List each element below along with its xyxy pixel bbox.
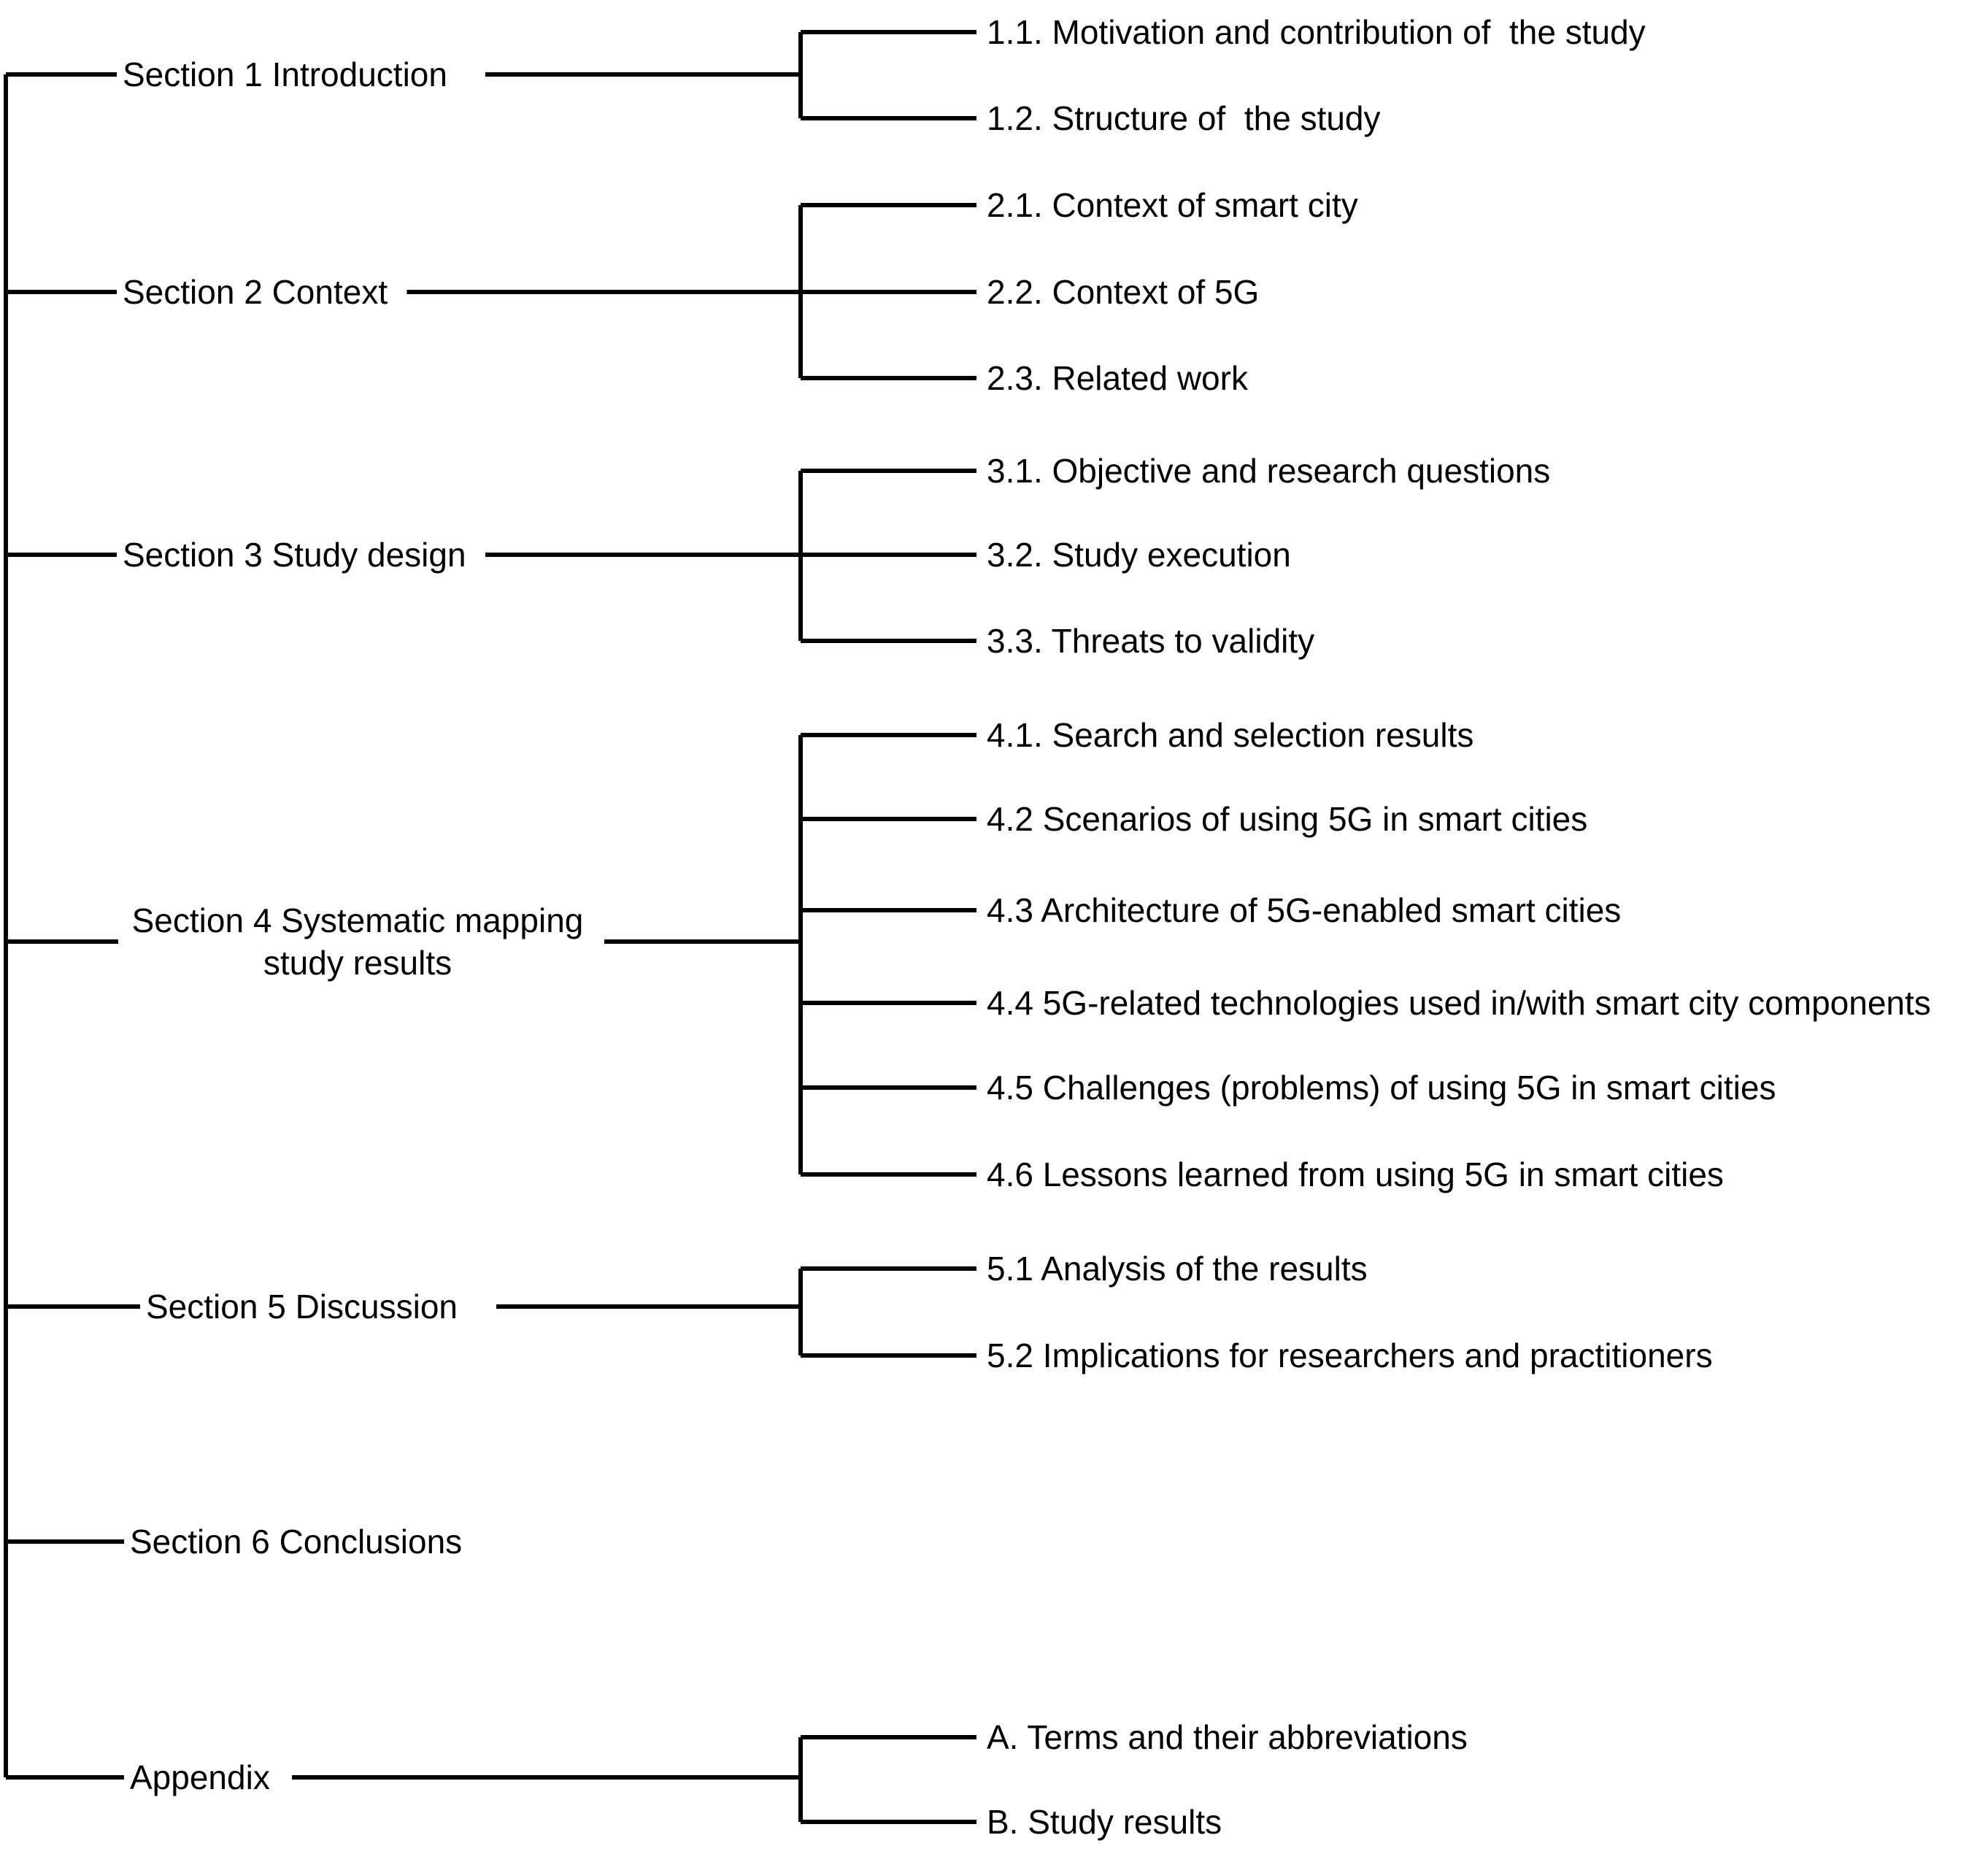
tree-leaf-label-sec-4-2[interactable]: 4.2 Scenarios of using 5G in smart citie… [987, 800, 1588, 838]
tree-leaf-label-sec-5-1[interactable]: 5.1 Analysis of the results [987, 1250, 1368, 1288]
tree-leaf-label-sec-1-2[interactable]: 1.2. Structure of the study [987, 99, 1381, 137]
tree-node-label-section-5[interactable]: Section 5 Discussion [146, 1288, 458, 1326]
tree-node-label-section-3[interactable]: Section 3 Study design [123, 536, 466, 574]
tree-node-label-line-1: Section 4 Systematic mapping [131, 901, 584, 939]
tree-leaf-label-sec-3-2[interactable]: 3.2. Study execution [987, 536, 1291, 574]
tree-leaf-label-sec-2-1[interactable]: 2.1. Context of smart city [987, 186, 1358, 224]
tree-leaf-label-sec-2-2[interactable]: 2.2. Context of 5G [987, 273, 1260, 311]
tree-leaf-label-sec-2-3[interactable]: 2.3. Related work [987, 359, 1248, 397]
tree-node-label-section-2[interactable]: Section 2 Context [123, 273, 388, 311]
tree-leaf-label-sec-3-3[interactable]: 3.3. Threats to validity [987, 622, 1315, 660]
tree-leaf-label-sec-4-5[interactable]: 4.5 Challenges (problems) of using 5G in… [987, 1069, 1776, 1107]
tree-leaf-label-sec-5-2[interactable]: 5.2 Implications for researchers and pra… [987, 1336, 1713, 1374]
tree-node-label-section-4[interactable]: Section 4 Systematic mapping study result… [124, 899, 591, 984]
tree-leaf-label-sec-4-1[interactable]: 4.1. Search and selection results [987, 716, 1474, 754]
tree-leaf-label-sec-4-6[interactable]: 4.6 Lessons learned from using 5G in sma… [987, 1155, 1724, 1193]
tree-leaf-label-appendix-b[interactable]: B. Study results [987, 1803, 1222, 1841]
tree-leaf-label-sec-4-4[interactable]: 4.4 5G-related technologies used in/with… [987, 984, 1931, 1022]
tree-leaf-label-sec-4-3[interactable]: 4.3 Architecture of 5G-enabled smart cit… [987, 891, 1622, 929]
tree-node-label-section-1[interactable]: Section 1 Introduction [123, 55, 447, 93]
tree-leaf-label-sec-3-1[interactable]: 3.1. Objective and research questions [987, 452, 1551, 490]
tree-node-label-appendix[interactable]: Appendix [130, 1758, 270, 1796]
tree-leaf-label-appendix-a[interactable]: A. Terms and their abbreviations [987, 1718, 1468, 1756]
tree-leaf-label-sec-1-1[interactable]: 1.1. Motivation and contribution of the … [987, 13, 1646, 51]
tree-node-label-line-2: study results [263, 944, 452, 982]
tree-node-label-section-6[interactable]: Section 6 Conclusions [130, 1523, 463, 1561]
